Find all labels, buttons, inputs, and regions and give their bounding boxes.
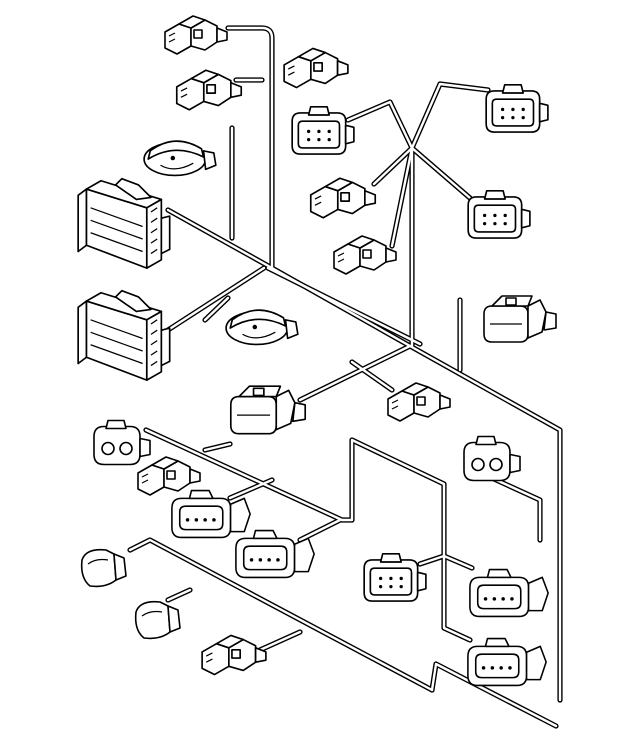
two-pin-plug-icon — [164, 15, 228, 55]
two-pin-plug-icon — [283, 47, 349, 89]
harness-wire-core — [442, 554, 474, 570]
harness-wire-core — [410, 82, 490, 150]
harness-wire — [441, 553, 473, 643]
harness-wire-core — [128, 538, 434, 692]
harness-wire-core — [346, 100, 414, 150]
harness-wire-core — [430, 662, 558, 728]
harness-wires — [127, 25, 563, 729]
harness-wire-core — [442, 554, 472, 642]
sensor-cap-icon — [134, 600, 181, 640]
six-pin-rect-connector-icon — [291, 105, 355, 155]
harness-wire-core — [410, 146, 472, 200]
two-pin-plug-icon — [309, 177, 377, 219]
harness-wire — [339, 437, 447, 559]
six-pin-rect-connector-icon — [363, 552, 427, 602]
harness-wire-core — [270, 266, 562, 702]
four-pin-connector-icon — [469, 568, 549, 618]
harness-wire — [345, 99, 415, 151]
harness-wire-core — [166, 266, 266, 332]
harness-wire-core — [418, 554, 446, 566]
harness-wire-core — [298, 344, 412, 402]
harness-wire-core — [203, 296, 230, 322]
large-multipin-housing-icon — [77, 289, 171, 381]
two-pin-plug-icon — [333, 235, 397, 275]
harness-wire-core — [390, 146, 414, 248]
harness-wire-core — [298, 518, 342, 542]
oval-sensor-plug-icon — [225, 309, 299, 346]
two-pin-round-connector-icon — [463, 435, 521, 482]
large-multipin-housing-icon — [77, 177, 171, 269]
two-pin-plug-icon — [387, 382, 451, 422]
harness-wire — [409, 81, 491, 151]
six-pin-rect-connector-icon — [467, 189, 531, 239]
harness-wire-core — [350, 360, 394, 392]
harness-wire-core — [372, 146, 414, 186]
harness-wire-core — [166, 588, 192, 602]
sensor-cap-icon — [80, 548, 127, 588]
harness-wire-core — [228, 478, 274, 500]
harness-wire-core — [340, 438, 446, 558]
two-pin-plug-icon — [137, 456, 201, 496]
harness-wire-core — [226, 26, 274, 270]
harness-wire-core — [144, 428, 344, 522]
three-pin-connector-icon — [483, 295, 557, 343]
two-pin-round-connector-icon — [93, 419, 151, 466]
four-pin-connector-icon — [171, 489, 251, 539]
two-pin-plug-icon — [201, 634, 267, 676]
oval-sensor-plug-icon — [143, 140, 217, 177]
harness-wire — [225, 25, 275, 271]
harness-wire-core — [258, 630, 302, 652]
harness-wire-core — [203, 442, 232, 452]
four-pin-connector-icon — [467, 637, 547, 687]
three-pin-connector-icon — [229, 385, 307, 435]
connector-plugs — [77, 15, 557, 687]
two-pin-plug-icon — [175, 69, 243, 111]
harness-wire-core — [166, 208, 274, 270]
six-pin-rect-connector-icon — [485, 83, 549, 133]
